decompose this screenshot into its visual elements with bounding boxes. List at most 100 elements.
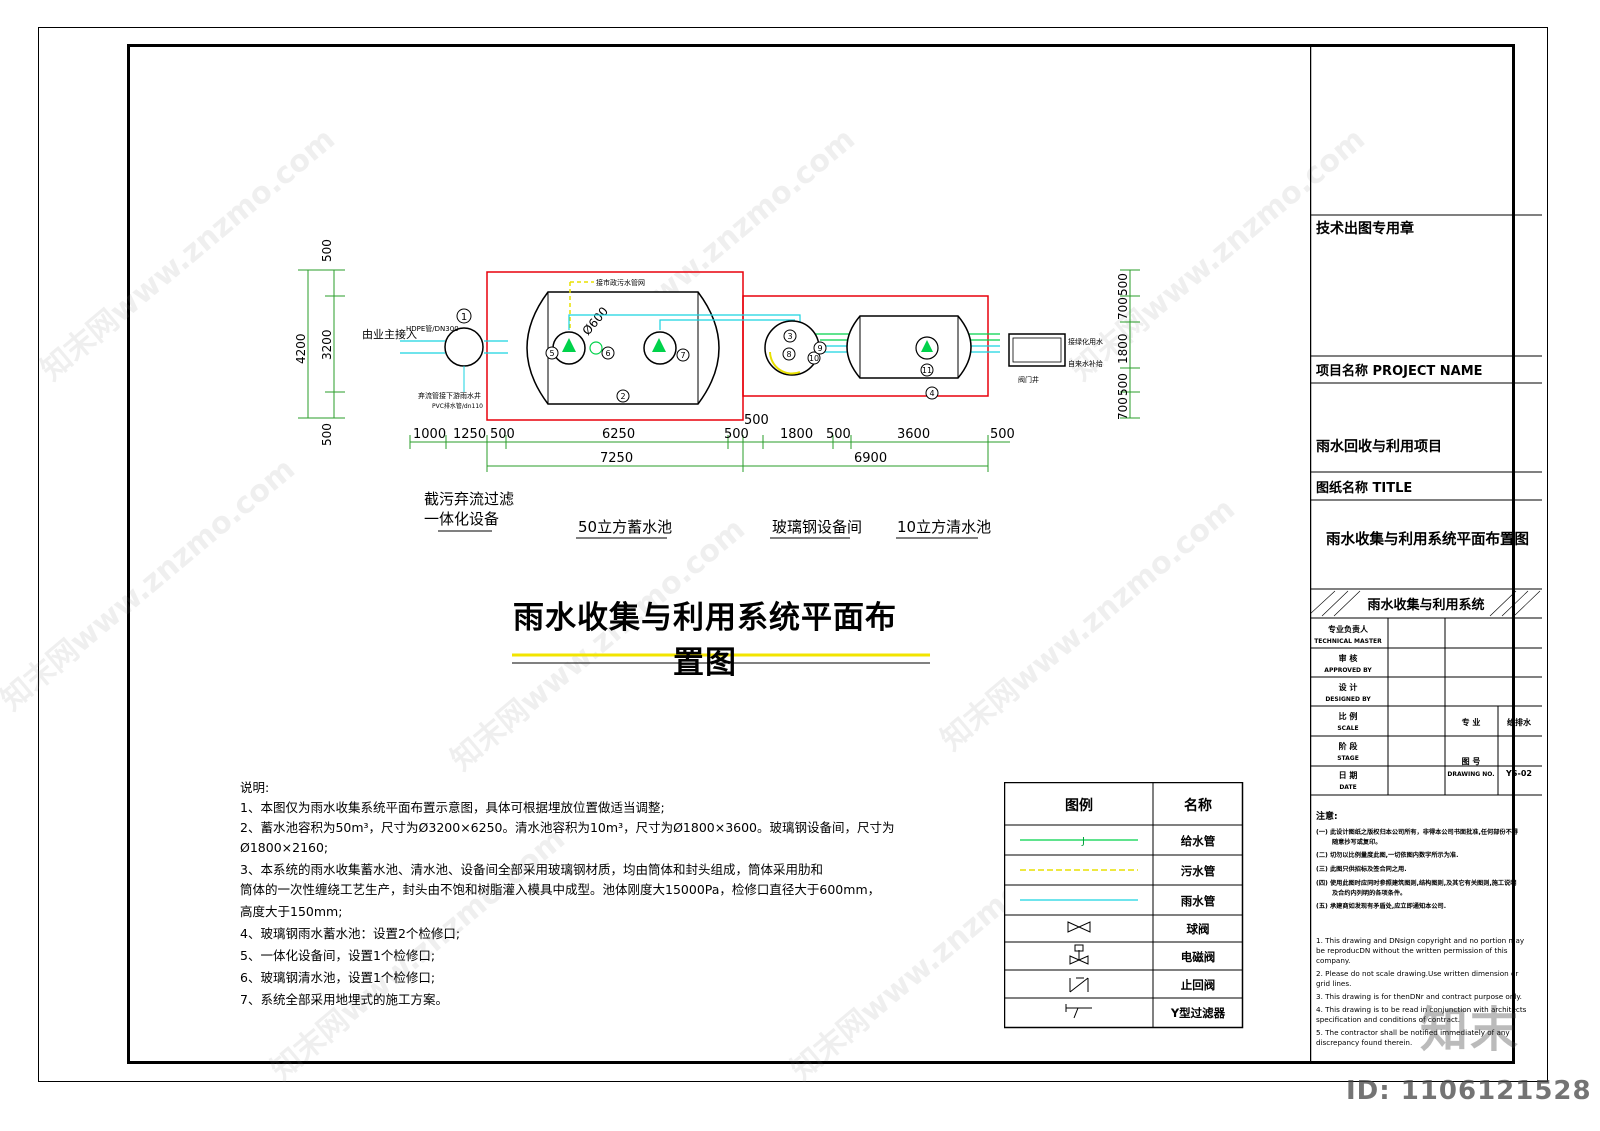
label-number: 8 (786, 350, 791, 359)
label-number: 10 (809, 354, 819, 363)
tb-note-cn: (二) 切勿以比例量度此图,一切依图内数字所示为准. (1316, 851, 1458, 859)
sewer-connection-label: 接市政污水管网 (596, 278, 645, 287)
solenoid-valve-icon (1069, 944, 1089, 965)
legend-name: 污水管 (1181, 864, 1216, 878)
tb-note-cn: (三) 此图只供招标及签合同之用. (1316, 865, 1407, 873)
dim-bottom-total: 6900 (854, 451, 887, 466)
id-label: ID: 1106121528 (1346, 1076, 1592, 1106)
dim-bottom: 1000 (413, 427, 446, 442)
role-cn: 阶 段 (1339, 741, 1358, 751)
dim-bottom: 1250 (453, 427, 486, 442)
notes-line: 3、本系统的雨水收集蓄水池、清水池、设备间全部采用玻璃钢材质，均由筒体和封头组成… (240, 862, 823, 877)
role-en: STAGE (1337, 755, 1359, 762)
role-en: TECHNICAL MASTER (1314, 638, 1382, 645)
project-name-label: 项目名称 PROJECT NAME (1316, 363, 1483, 379)
left-dimension (298, 269, 345, 419)
dim-right-4: 500 (1116, 373, 1130, 396)
supply-pipe-letter: J (1081, 836, 1085, 847)
pump-icon (921, 340, 933, 352)
outer-frame (38, 27, 1548, 1082)
tap-water-label: 自来水补给 (1068, 359, 1103, 368)
stamp-label: 技术出图专用章 (1316, 220, 1414, 237)
inlet-pipe (400, 340, 508, 354)
tb-note-en: 2. Please do not scale drawing.Use writt… (1316, 969, 1518, 978)
notes-line: 高度大于150mm; (240, 904, 343, 919)
bottom-dimension (409, 435, 1010, 472)
clear-water-tank-10 (846, 315, 972, 379)
project-name: 雨水回收与利用项目 (1316, 438, 1442, 455)
component-name: 截污弃流过滤 (424, 490, 514, 508)
dim-bottom: 500 (490, 427, 515, 442)
component-name: 10立方清水池 (897, 518, 991, 536)
dim-bottom: 500 (990, 427, 1015, 442)
dim-left-middle: 3200 (320, 329, 334, 360)
label-number: 2 (620, 392, 625, 401)
role-en: DATE (1339, 784, 1356, 791)
pvc-label: PVC排水管/dn110 (432, 402, 483, 410)
dim-bottom: 500 (744, 413, 769, 428)
valve-well (1008, 333, 1066, 367)
dim-right-2: 700 (1116, 297, 1130, 320)
ball-valve-icon (1067, 921, 1091, 933)
check-valve-icon (1069, 977, 1089, 993)
brand-logo: 知末 (1420, 1002, 1521, 1058)
tb-note-en: company. (1316, 956, 1350, 965)
dim-bottom: 6250 (602, 427, 635, 442)
component-name: 玻璃钢设备间 (772, 518, 862, 536)
notes-line: 6、玻璃钢清水池，设置1个检修口; (240, 970, 436, 985)
greening-label: 接绿化用水 (1068, 337, 1103, 346)
tb-note-cn: (五) 承建商如发现有矛盾处,应立即通知本公司. (1316, 902, 1446, 910)
inner-frame (127, 44, 1515, 1064)
role-cn: 审 核 (1339, 653, 1358, 663)
label-number: 5 (549, 349, 554, 358)
notes-line: 5、一体化设备间，设置1个检修口; (240, 948, 436, 963)
dim-bottom: 500 (724, 427, 749, 442)
legend-header-name: 名称 (1184, 797, 1212, 814)
drawing-title: 雨水收集与利用系统平面布置图 (513, 600, 897, 681)
role-cn: 比 例 (1339, 711, 1358, 721)
drawing-title-label: 图纸名称 TITLE (1316, 480, 1412, 496)
role-en: APPROVED BY (1324, 667, 1372, 674)
right-dimension (1120, 269, 1140, 419)
drawing-no: YS-02 (1505, 769, 1532, 778)
hatch-pattern (1310, 590, 1541, 617)
notes-line: 说明: (240, 780, 270, 795)
drawing-no-label: 图 号 (1462, 757, 1481, 766)
notes-line: 2、蓄水池容积为50m³，尺寸为Ø3200×6250。清水池容积为10m³，尺寸… (240, 820, 895, 835)
legend-name: 给水管 (1181, 834, 1216, 848)
pump-icon (652, 338, 666, 352)
dim-left-top: 500 (320, 239, 334, 262)
filter-device (444, 327, 484, 367)
role-cn: 专业负责人 (1328, 624, 1369, 634)
discipline-label: 专 业 (1462, 717, 1481, 727)
pump-icon (562, 338, 576, 352)
notes-line: 4、玻璃钢雨水蓄水池：设置2个检修口; (240, 926, 461, 941)
title-block: 技术出图专用章 项目名称 PROJECT NAME 雨水回收与利用项目 图纸名称… (1310, 44, 1542, 1064)
label-number: 7 (680, 351, 685, 360)
label-circle (456, 308, 472, 324)
legend-name: 止回阀 (1181, 978, 1216, 992)
tb-note-en: 5. The contractor shall be notified imme… (1316, 1028, 1510, 1037)
dim-right-1: 500 (1116, 273, 1130, 296)
tb-note-en: discrepancy found therein. (1316, 1038, 1412, 1047)
legend-header-symbol: 图例 (1065, 797, 1093, 814)
y-strainer-icon (1065, 1004, 1092, 1019)
tb-note-en: 4. This drawing is to be read in conjunc… (1316, 1005, 1527, 1014)
label-number: 6 (605, 349, 610, 358)
legend-table: 图例 名称 J 给水管 污水管 雨水管 球阀 电磁阀 止回阀 Y型过滤器 (1004, 782, 1244, 1029)
valve-well-label: 阀门井 (1018, 375, 1039, 384)
role-en: DESIGNED BY (1325, 696, 1371, 703)
tb-note-en: be reproducDN without the written permis… (1316, 946, 1508, 955)
inlet-label: 由业主接入 (362, 327, 417, 341)
label-number: 9 (817, 344, 822, 353)
tb-note-en: specification and conditions of contract… (1316, 1015, 1460, 1024)
dim-left-total: 4200 (294, 333, 308, 364)
label-number: 4 (929, 389, 934, 398)
dim-right-5: 700 (1116, 397, 1130, 420)
system-name: 雨水收集与利用系统 (1367, 597, 1484, 613)
dim-bottom: 3600 (897, 427, 930, 442)
dim-bottom: 500 (826, 427, 851, 442)
component-name: 一体化设备 (424, 510, 499, 528)
discard-pipe-label: 弃流管接下游雨水井 (418, 391, 481, 400)
